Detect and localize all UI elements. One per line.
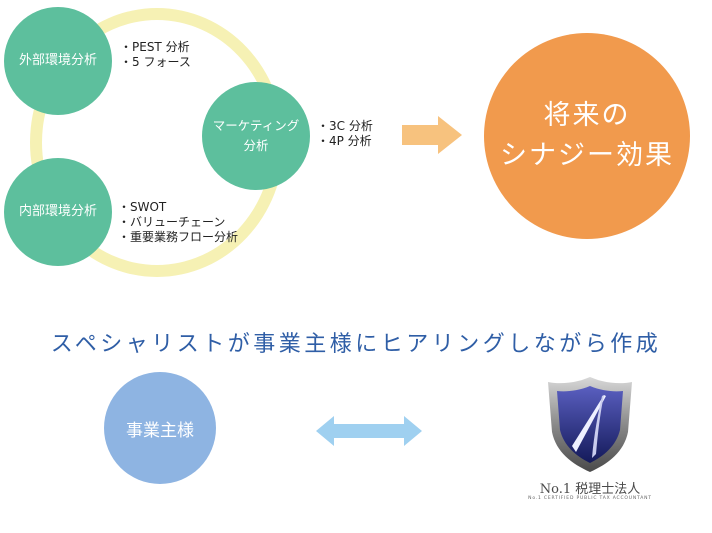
double-arrow-icon <box>316 416 422 446</box>
marketing-analysis-circle: マーケティング 分析 <box>202 82 310 190</box>
right-arrow-icon <box>402 116 462 154</box>
internal-analysis-circle: 内部環境分析 <box>4 158 112 266</box>
synergy-effect-circle: 将来の シナジー効果 <box>484 33 690 239</box>
client-label: 事業主様 <box>126 420 194 441</box>
client-circle: 事業主様 <box>104 372 216 484</box>
marketing-analysis-bullets: ・3C 分析 ・4P 分析 <box>317 119 373 149</box>
firm-tagline: No.1 CERTIFIED PUBLIC TAX ACCOUNTANT <box>528 496 652 501</box>
external-analysis-label: 外部環境分析 <box>18 52 97 68</box>
bullet-item: ・5 フォース <box>120 55 191 69</box>
internal-analysis-bullets: ・SWOT ・バリューチェーン ・重要業務フロー分析 <box>118 200 238 245</box>
marketing-analysis-label-line1: マーケティング <box>212 118 300 133</box>
bullet-item: ・SWOT <box>118 200 167 214</box>
marketing-analysis-label-line2: 分析 <box>243 138 269 153</box>
external-analysis-bullets: ・PEST 分析 ・5 フォース <box>120 40 191 70</box>
shield-logo-icon <box>548 377 632 472</box>
bullet-item: ・重要業務フロー分析 <box>118 230 239 244</box>
bullet-item: ・PEST 分析 <box>120 40 190 54</box>
bullet-item: ・3C 分析 <box>317 119 373 133</box>
synergy-effect-line2: シナジー効果 <box>500 140 674 171</box>
external-analysis-circle: 外部環境分析 <box>4 7 112 115</box>
firm-name: No.1 税理士法人 <box>539 482 641 497</box>
synergy-effect-line1: 将来の <box>543 100 631 131</box>
internal-analysis-label: 内部環境分析 <box>18 203 97 219</box>
bullet-item: ・4P 分析 <box>317 134 372 148</box>
process-heading: スペシャリストが事業主様にヒアリングしながら作成 <box>50 332 662 357</box>
bullet-item: ・バリューチェーン <box>118 215 226 229</box>
